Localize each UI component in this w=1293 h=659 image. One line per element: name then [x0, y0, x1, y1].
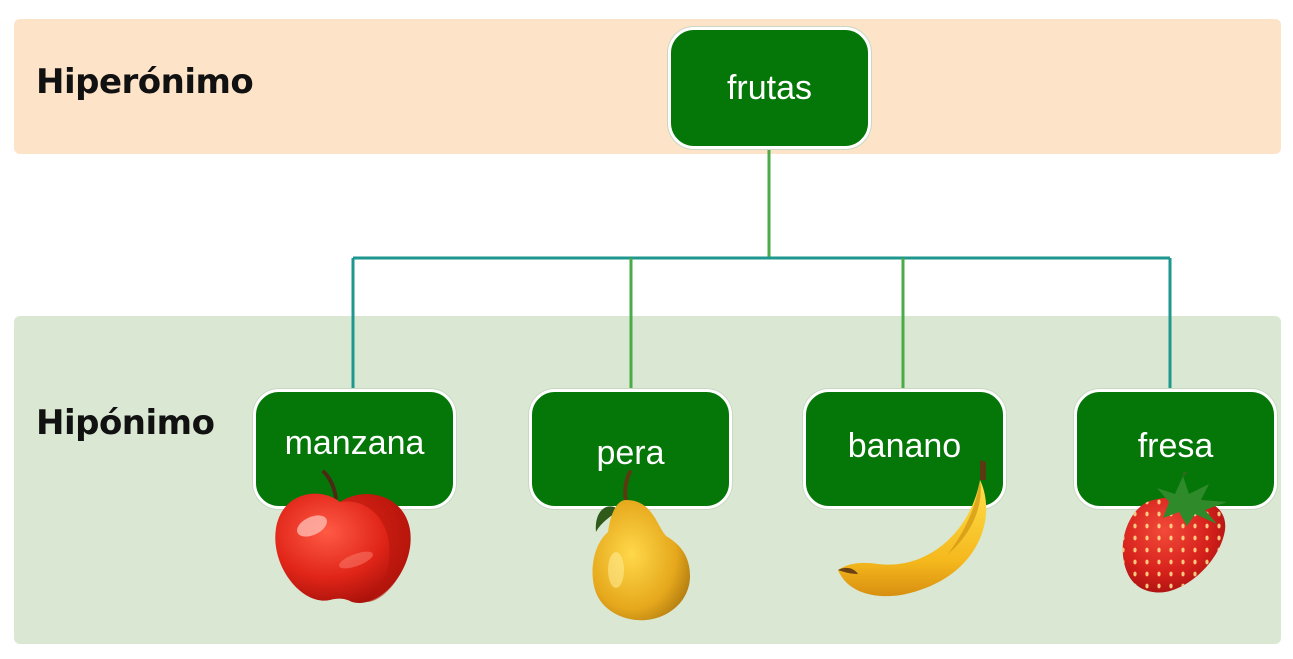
- node-pera: pera: [529, 389, 732, 509]
- node-frutas: frutas: [668, 27, 871, 149]
- node-fresa: fresa: [1074, 389, 1277, 509]
- apple-icon: [275, 470, 411, 603]
- node-banano: banano: [803, 389, 1006, 509]
- pear-icon: [592, 470, 690, 621]
- strawberry-icon: [1122, 472, 1227, 593]
- hypernym-label: Hiperónimo: [36, 62, 254, 102]
- hyponym-label: Hipónimo: [36, 403, 215, 443]
- hypernym-band: [14, 19, 1281, 154]
- banana-icon: [838, 460, 987, 597]
